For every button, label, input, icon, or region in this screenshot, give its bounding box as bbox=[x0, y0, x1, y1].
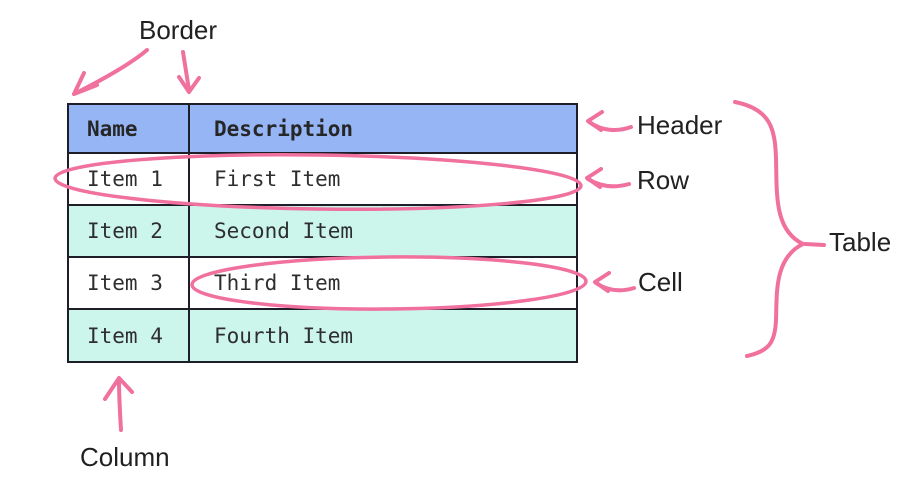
cell-name: Item 4 bbox=[69, 310, 190, 361]
cell-label: Cell bbox=[638, 267, 683, 297]
border-label: Border bbox=[139, 15, 218, 45]
table-row: Item 3 Third Item bbox=[69, 258, 576, 310]
header-label: Header bbox=[637, 110, 723, 140]
cell-name: Item 1 bbox=[69, 154, 190, 204]
table-row: Item 2 Second Item bbox=[69, 206, 576, 258]
cell-name: Item 2 bbox=[69, 206, 190, 256]
column-label: Column bbox=[80, 442, 170, 472]
table-brace bbox=[733, 100, 826, 358]
cell-description: Second Item bbox=[214, 219, 354, 243]
cell-description: Third Item bbox=[214, 271, 341, 295]
cell-description: Fourth Item bbox=[214, 323, 354, 348]
table-header-row: Name Description bbox=[69, 105, 576, 154]
row-label: Row bbox=[637, 165, 690, 195]
table-row: Item 4 Fourth Item bbox=[69, 310, 576, 361]
border-arrow-diagonal bbox=[72, 48, 149, 96]
cell-description: First Item bbox=[214, 167, 341, 191]
cell-name: Item 3 bbox=[69, 258, 190, 308]
header-arrow bbox=[586, 110, 633, 132]
header-cell-name: Name bbox=[69, 105, 190, 152]
table-row: Item 1 First Item bbox=[69, 154, 576, 206]
row-arrow bbox=[585, 167, 631, 189]
header-cell-description: Description bbox=[214, 116, 354, 141]
column-arrow bbox=[103, 376, 134, 432]
example-table: Name Description Item 1 First Item Item … bbox=[67, 103, 578, 363]
table-label: Table bbox=[829, 227, 892, 257]
cell-arrow bbox=[593, 271, 636, 293]
border-arrow-vertical bbox=[177, 50, 201, 94]
